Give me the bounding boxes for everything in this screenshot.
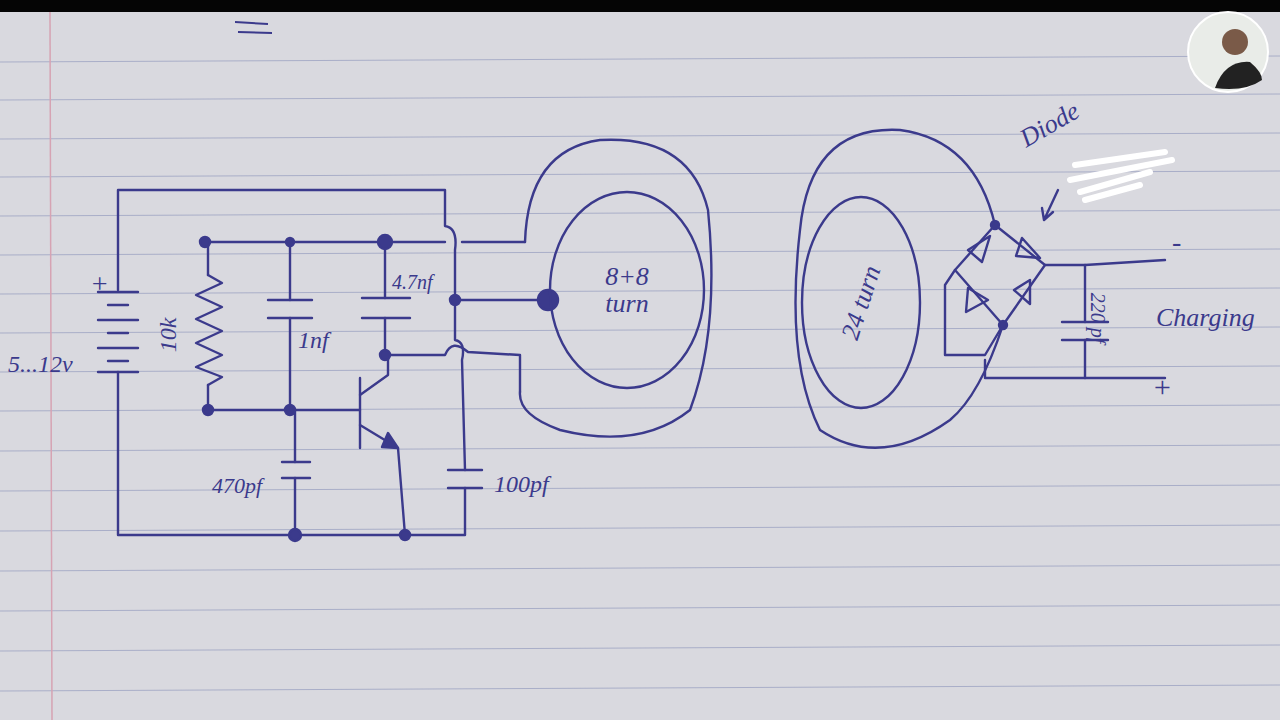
capacitor-value: 4.7nf — [392, 272, 433, 292]
capacitor-value: 100pf — [494, 472, 549, 496]
coil-turns: 8+8 turn — [587, 263, 667, 318]
output-label: Charging — [1156, 305, 1255, 331]
top-bar — [0, 0, 1280, 12]
polarity-sign: + — [1152, 372, 1172, 402]
capacitor-value: 220 pf — [1088, 293, 1108, 344]
voltage-value: 5...12v — [8, 352, 73, 376]
avatar — [1188, 12, 1268, 92]
wires — [118, 190, 548, 535]
leader-arrow — [1042, 190, 1058, 220]
coil-outer-loop — [520, 140, 712, 437]
transistor-symbol — [360, 378, 398, 448]
diode-bridge — [945, 221, 1165, 378]
part-label: Diode — [1016, 98, 1084, 152]
capacitor-value: 470pf — [212, 475, 262, 497]
scribble — [1070, 152, 1172, 200]
ruled-lines — [0, 56, 1280, 691]
coil-loop: 24 turn — [800, 195, 922, 410]
polarity-sign: + — [90, 270, 109, 298]
junction-dot — [200, 235, 558, 541]
polarity-sign: - — [1172, 228, 1181, 256]
pen-mark — [235, 22, 272, 33]
coil-loop: 8+8 turn — [548, 190, 706, 390]
capacitor-symbol — [268, 298, 482, 488]
resistor-value: 10k — [156, 318, 180, 353]
battery-symbol — [98, 292, 138, 372]
resistor-symbol — [196, 275, 222, 385]
coil-turns: 24 turn — [825, 227, 897, 378]
capacitor-value: 1nf — [298, 328, 329, 352]
